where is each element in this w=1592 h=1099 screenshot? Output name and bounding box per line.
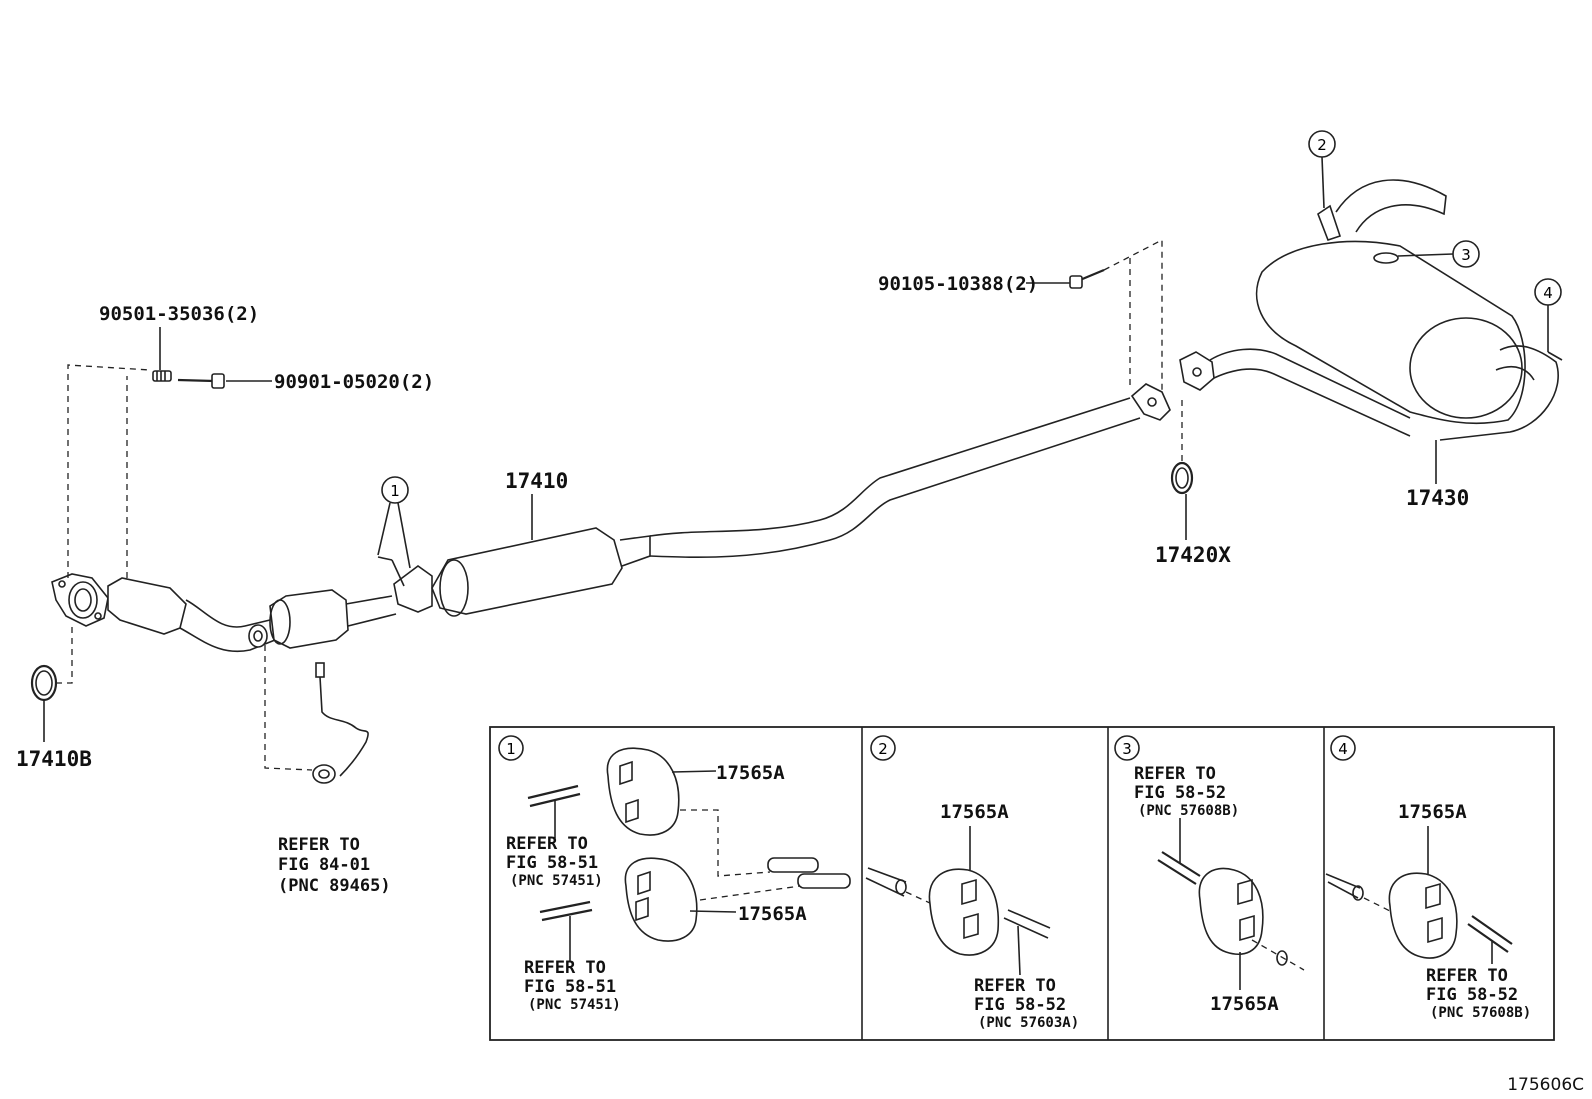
callout-3: 3	[1397, 240, 1480, 268]
part-17410b-label: 17410B	[16, 747, 92, 771]
bolt-part-number: 90901-05020(2)	[274, 371, 434, 393]
svg-text:FIG 58-52: FIG 58-52	[974, 995, 1066, 1015]
svg-text:17565A: 17565A	[716, 762, 785, 784]
callout-1: 1	[377, 476, 411, 569]
oxygen-sensor-icon	[312, 662, 369, 784]
svg-text:(PNC 57608B): (PNC 57608B)	[1430, 1005, 1531, 1021]
svg-text:4: 4	[1543, 284, 1553, 302]
tail-muffler-17430	[1179, 179, 1563, 441]
svg-text:(PNC 57451): (PNC 57451)	[510, 873, 603, 889]
rear-bolt-part-number: 90105-10388(2)	[878, 273, 1038, 295]
gasket-17410b	[30, 664, 58, 702]
svg-text:1: 1	[390, 482, 400, 500]
detail-box	[489, 726, 1555, 1041]
callout-4: 4	[1534, 278, 1562, 352]
part-17430-label: 17430	[1406, 486, 1469, 510]
front-flange	[51, 573, 109, 627]
part-17420x-label: 17420X	[1155, 543, 1231, 567]
svg-text:2: 2	[1317, 136, 1327, 154]
figure-id: 175606C	[1507, 1075, 1584, 1095]
svg-text:FIG 58-51: FIG 58-51	[524, 977, 616, 997]
svg-text:REFER TO: REFER TO	[524, 958, 606, 978]
svg-text:1: 1	[506, 740, 516, 758]
svg-text:4: 4	[1338, 740, 1348, 758]
svg-text:REFER TO: REFER TO	[506, 834, 588, 854]
stud-icon	[152, 370, 172, 382]
svg-text:3: 3	[1461, 246, 1471, 264]
svg-text:FIG 84-01: FIG 84-01	[278, 855, 370, 875]
svg-text:(PNC 57603A): (PNC 57603A)	[978, 1015, 1079, 1031]
svg-text:(PNC 57451): (PNC 57451)	[528, 997, 621, 1013]
svg-text:REFER TO: REFER TO	[1134, 764, 1216, 784]
front-pipe	[107, 556, 433, 653]
svg-text:17565A: 17565A	[738, 903, 807, 925]
sensor-reference: REFER TO FIG 84-01 (PNC 89465)	[278, 835, 391, 896]
svg-text:17565A: 17565A	[940, 801, 1009, 823]
detail-panel-2: 2 17565A REFER TO FIG 58-52 (PNC 57603A)	[865, 735, 1079, 1031]
svg-text:REFER TO: REFER TO	[278, 835, 360, 855]
center-muffler-17410	[431, 397, 1141, 617]
svg-text:(PNC 89465): (PNC 89465)	[278, 876, 391, 896]
stud-part-number: 90501-35036(2)	[99, 303, 259, 325]
callout-2: 2	[1308, 130, 1336, 209]
svg-text:FIG 58-52: FIG 58-52	[1426, 985, 1518, 1005]
center-flange	[1130, 383, 1171, 421]
svg-text:REFER TO: REFER TO	[1426, 966, 1508, 986]
rear-bolt-icon	[1069, 268, 1105, 289]
svg-text:(PNC 57608B): (PNC 57608B)	[1138, 803, 1239, 819]
bolt-icon	[177, 373, 225, 389]
svg-text:17565A: 17565A	[1398, 801, 1467, 823]
gasket-17420x	[1170, 461, 1194, 495]
svg-text:FIG 58-52: FIG 58-52	[1134, 783, 1226, 803]
svg-text:REFER TO: REFER TO	[974, 976, 1056, 996]
svg-text:17565A: 17565A	[1210, 993, 1279, 1015]
svg-text:3: 3	[1122, 740, 1132, 758]
detail-panel-1: 1 17565A 17565A REFER TO FIG 58-51 (PNC …	[498, 735, 851, 1013]
part-17410-label: 17410	[505, 469, 568, 493]
detail-panel-3: 3 17565A REFER TO FIG 58-52 (PNC 57608B)	[1114, 735, 1305, 1015]
detail-panel-4: 4 17565A REFER TO FIG 58-52 (PNC 57608B)	[1325, 735, 1531, 1021]
svg-text:2: 2	[878, 740, 888, 758]
svg-text:FIG 58-51: FIG 58-51	[506, 853, 598, 873]
